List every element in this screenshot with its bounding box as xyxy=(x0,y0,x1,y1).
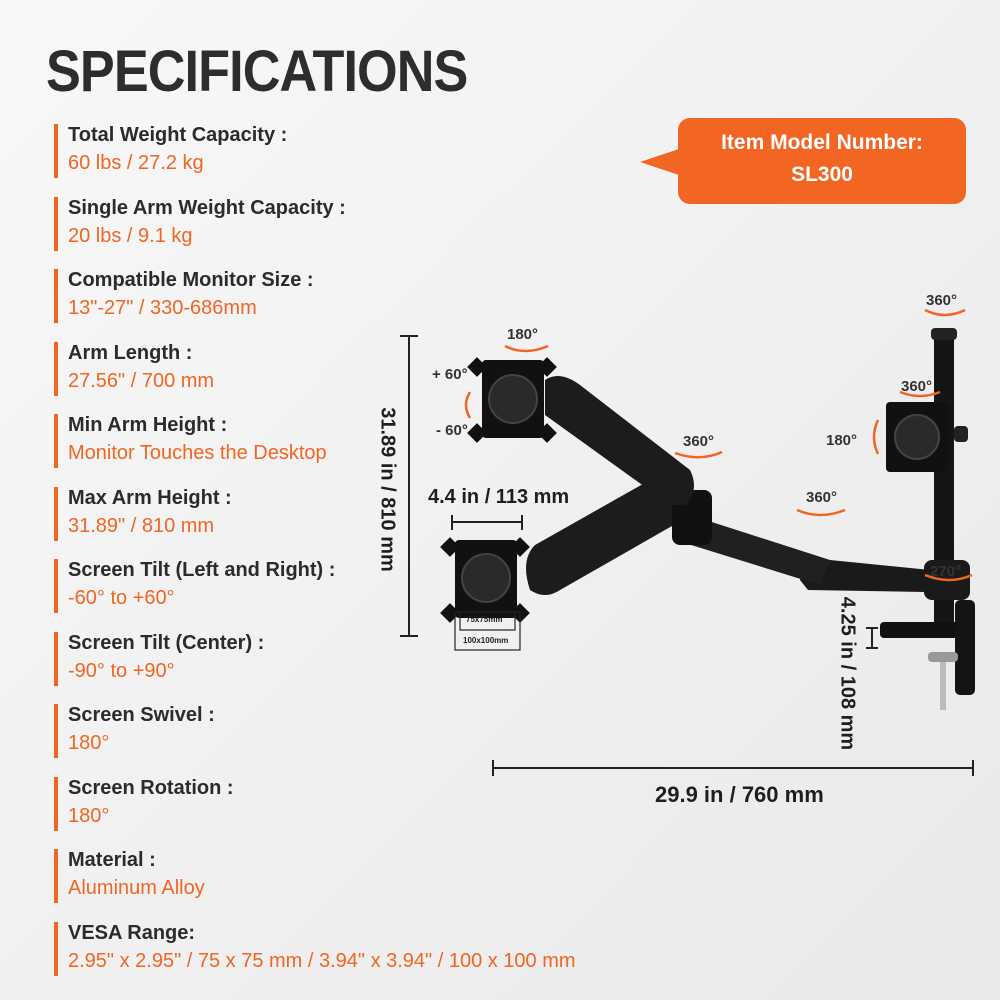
spec-value: Aluminum Alloy xyxy=(68,877,205,899)
accent-bar xyxy=(54,776,58,831)
rotation-label-side-plate-left: 180° xyxy=(826,432,858,449)
badge-label: Item Model Number: xyxy=(721,131,923,154)
accent-bar xyxy=(54,486,58,541)
spec-label: Arm Length : xyxy=(68,341,193,364)
spec-item: Max Arm Height : 31.89" / 810 mm xyxy=(54,485,614,541)
vesa-small-label: 75x75mm xyxy=(466,615,503,624)
plate-width-dimension-label: 4.4 in / 113 mm xyxy=(428,486,570,508)
desk-plate xyxy=(880,622,975,638)
rotation-label-top-plate: 180° xyxy=(507,326,539,343)
spec-value: 13"-27" / 330-686mm xyxy=(68,297,257,319)
spec-value: 31.89" / 810 mm xyxy=(68,514,215,537)
spec-value: -60° to +60° xyxy=(68,587,175,609)
spec-item: VESA Range: 2.95" x 2.95" / 75 x 75 mm / … xyxy=(54,920,614,976)
spec-item: Material : Aluminum Alloy xyxy=(54,847,614,903)
spec-label: Total Weight Capacity : xyxy=(68,124,288,146)
pole-cap xyxy=(931,328,957,340)
rotation-label-pole-top: 360° xyxy=(926,292,958,309)
model-number-badge: Item Model Number: SL300 xyxy=(678,118,966,204)
clamp-screw xyxy=(940,655,946,710)
spec-item: Compatible Monitor Size : 13"-27" / 330-6… xyxy=(54,267,614,323)
spec-value: -90° to +90° xyxy=(68,659,175,682)
accent-bar xyxy=(54,414,58,468)
spec-label: Screen Swivel : xyxy=(68,704,215,726)
gas-spring-arm-lower xyxy=(526,476,700,595)
accent-bar xyxy=(54,849,58,903)
rotation-label-base: 270° xyxy=(930,563,962,580)
gas-spring-arm-upper xyxy=(545,376,694,505)
spec-item: Screen Rotation : 180° xyxy=(54,775,614,831)
spec-value: 180° xyxy=(68,804,110,827)
spec-value: Monitor Touches the Desktop xyxy=(68,442,327,464)
spec-label: VESA Range: xyxy=(68,921,196,944)
page-title: SPECIFICATIONS xyxy=(46,39,468,104)
clamp-body xyxy=(955,600,975,695)
vesa-plate-pole xyxy=(886,402,968,472)
spec-label: Min Arm Height : xyxy=(68,414,228,436)
spec-value: 20 lbs / 9.1 kg xyxy=(68,224,193,247)
accent-bar xyxy=(54,921,58,976)
vesa-box-100 xyxy=(454,611,521,651)
height-dimension-label: 31.89 in / 810 mm xyxy=(376,407,399,572)
spec-label: Compatible Monitor Size : xyxy=(68,269,314,291)
clamp-knob xyxy=(928,652,958,662)
rotation-label-tilt-down: - 60° xyxy=(436,422,468,439)
spec-value: 60 lbs / 27.2 kg xyxy=(68,152,204,174)
spec-label: Material : xyxy=(68,849,156,871)
spec-value: 180° xyxy=(68,732,110,754)
width-dimension-line xyxy=(492,760,974,776)
spec-label: Max Arm Height : xyxy=(68,486,232,509)
accent-bar xyxy=(54,269,58,323)
spec-list: Total Weight Capacity :60 lbs / 27.2 kg … xyxy=(54,122,614,992)
spec-item: Screen Tilt (Center) : -90° to +90° xyxy=(54,630,614,686)
spec-item: Single Arm Weight Capacity : 20 lbs / 9.1… xyxy=(54,195,614,251)
spec-item: Screen Swivel : 180° xyxy=(54,702,614,758)
accent-bar xyxy=(54,196,58,251)
vesa-plate-lower xyxy=(440,537,530,623)
spec-label: Screen Tilt (Left and Right) : xyxy=(68,559,336,581)
spec-item: Arm Length : 27.56" / 700 mm xyxy=(54,340,614,396)
vesa-plate-upper xyxy=(467,357,557,443)
spec-label: Screen Tilt (Center) : xyxy=(68,631,265,654)
accent-bar xyxy=(54,704,58,758)
height-dimension-line xyxy=(400,335,418,637)
spec-label: Screen Rotation : xyxy=(68,776,234,799)
rotation-arrows xyxy=(464,308,973,582)
clamp-dimension-line xyxy=(866,627,878,649)
accent-bar xyxy=(54,341,58,396)
width-dimension-label: 29.9 in / 760 mm xyxy=(655,782,824,807)
spec-item: Total Weight Capacity : 60 lbs / 27.2 kg xyxy=(54,122,614,178)
plate-width-dimension-line xyxy=(451,515,523,530)
spec-value: 27.56" / 700 mm xyxy=(68,369,215,392)
rotation-label-arm-joint2: 360° xyxy=(806,489,838,506)
accent-bar xyxy=(54,631,58,686)
spec-value: 2.95" x 2.95" / 75 x 75 mm / 3.94" x 3.9… xyxy=(68,949,576,972)
rotation-label-arm-joint1: 360° xyxy=(683,433,715,450)
rotation-label-tilt-up: + 60° xyxy=(432,366,468,383)
accent-bar xyxy=(54,559,58,613)
badge-pointer xyxy=(640,148,682,176)
middle-arm-segment xyxy=(674,515,830,585)
lower-arm-segment xyxy=(800,560,930,592)
spec-label: Single Arm Weight Capacity : xyxy=(68,196,346,219)
model-number: SL300 xyxy=(791,163,853,186)
rotation-label-side-plate-top: 360° xyxy=(901,378,933,395)
spec-item: Min Arm Height : Monitor Touches the Desk… xyxy=(54,412,614,468)
spec-item: Screen Tilt (Left and Right) : -60° to +6… xyxy=(54,557,614,613)
clamp-dimension-label: 4.25 in / 108 mm xyxy=(836,596,859,751)
vesa-large-label: 100x100mm xyxy=(463,636,509,645)
accent-bar xyxy=(54,124,58,178)
